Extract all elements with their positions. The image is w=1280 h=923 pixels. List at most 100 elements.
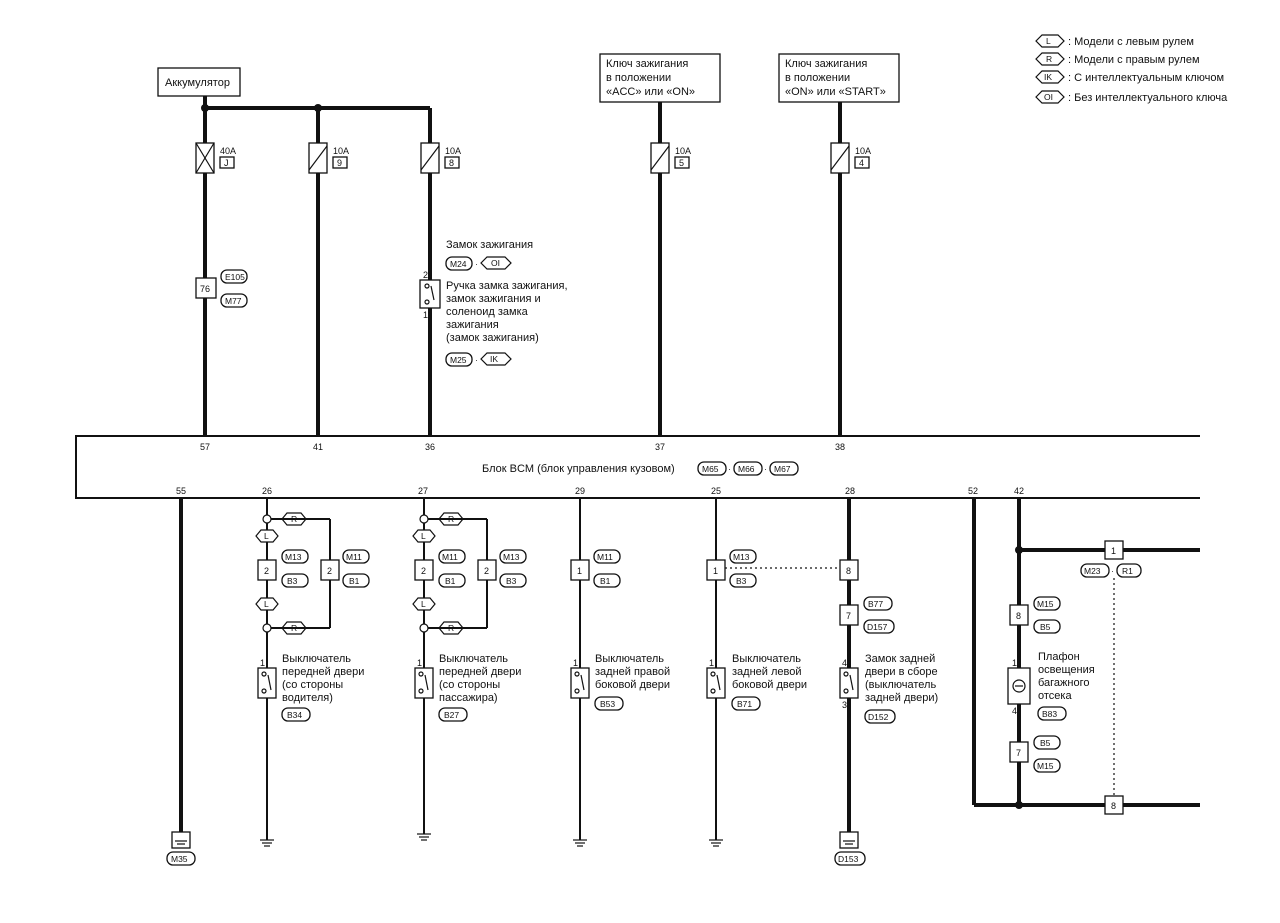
legend-text: : Модели с левым рулем bbox=[1068, 36, 1194, 48]
ground-code: D153 bbox=[838, 854, 859, 864]
driver-door-circuit: R L 2 M13 B3 2 M11 B1 L R 1 Выключатель bbox=[255, 498, 370, 847]
svg-text:·: · bbox=[764, 464, 767, 474]
connector-code: M24 bbox=[450, 259, 467, 269]
connector-code: R1 bbox=[1122, 566, 1133, 576]
fuse-id: 8 bbox=[449, 158, 454, 168]
connector-code: B77 bbox=[868, 599, 883, 609]
connector-code: E105 bbox=[225, 272, 245, 282]
connector-code: M11 bbox=[597, 552, 613, 562]
bcm-pin: 42 bbox=[1014, 486, 1024, 496]
pin-label: 1 bbox=[573, 658, 578, 668]
connector-code: B1 bbox=[445, 576, 456, 586]
pin-label: 8 bbox=[1111, 801, 1116, 811]
pin-label: 1 bbox=[577, 566, 582, 576]
connector-code: M13 bbox=[503, 552, 520, 562]
fuse-9: 10A 9 bbox=[308, 142, 349, 174]
fuse-id: 5 bbox=[679, 158, 684, 168]
component-line: Выключатель bbox=[439, 653, 508, 665]
bcm-label: Блок BCM (блок управления кузовом) bbox=[482, 463, 675, 475]
bcm-pin: 52 bbox=[968, 486, 978, 496]
bcm-pin: 57 bbox=[200, 442, 210, 452]
pin-label: 1 bbox=[1111, 546, 1116, 556]
fuse-amp: 10A bbox=[675, 146, 691, 156]
bcm-pin: 36 bbox=[425, 442, 435, 452]
fuse-amp: 10A bbox=[445, 146, 461, 156]
ignition-title: Замок зажигания bbox=[446, 239, 533, 251]
component-line: задней двери) bbox=[865, 692, 938, 704]
svg-text:·: · bbox=[1111, 566, 1114, 576]
rear-right-door-circuit: 1 M11 B1 1 Выключатель задней правой бок… bbox=[570, 498, 670, 847]
component-line: водителя) bbox=[282, 692, 333, 704]
fuse-5: 10A 5 bbox=[650, 142, 691, 174]
connector-code: M77 bbox=[225, 296, 242, 306]
connector-code: B3 bbox=[736, 576, 747, 586]
bcm-pin: 28 bbox=[845, 486, 855, 496]
legend-item-oi: OI : Без интеллектуального ключа bbox=[1035, 90, 1228, 104]
pin-label: 8 bbox=[1016, 611, 1021, 621]
component-line: Выключатель bbox=[732, 653, 801, 665]
component-line: Плафон bbox=[1038, 651, 1080, 663]
connector-code: M11 bbox=[346, 552, 362, 562]
connector-code: B1 bbox=[600, 576, 611, 586]
ground-m35: M35 bbox=[166, 498, 196, 866]
variant-code: R bbox=[291, 514, 297, 524]
top-wires bbox=[201, 96, 842, 436]
bcm-pin: 41 bbox=[313, 442, 323, 452]
acc-line-3: «ACC» или «ON» bbox=[606, 86, 695, 98]
legend: L : Модели с левым рулем R : Модели с пр… bbox=[1035, 34, 1228, 104]
component-line: отсека bbox=[1038, 690, 1072, 702]
bcm-pin: 38 bbox=[835, 442, 845, 452]
connector-code: M11 bbox=[442, 552, 458, 562]
component-line: освещения bbox=[1038, 664, 1095, 676]
component-line: багажного bbox=[1038, 677, 1090, 689]
luggage-lamp-circuit: 1 M23 · R1 8 8 M15 B5 1 4 7 B5 M15 Плафо… bbox=[972, 498, 1200, 815]
start-line-1: Ключ зажигания bbox=[785, 58, 867, 70]
ignition-desc: Ручка замка зажигания, bbox=[446, 280, 568, 292]
legend-item-r: R : Модели с правым рулем bbox=[1035, 52, 1200, 66]
fuse-id: 4 bbox=[859, 158, 864, 168]
connector-code: D157 bbox=[867, 622, 888, 632]
component-line: задней правой bbox=[595, 666, 670, 678]
connector-code: M15 bbox=[1037, 761, 1054, 771]
svg-text:·: · bbox=[475, 355, 478, 365]
ground-code: M35 bbox=[171, 854, 188, 864]
bcm-pin: 27 bbox=[418, 486, 428, 496]
fuse-id: 9 bbox=[337, 158, 342, 168]
component-line: боковой двери bbox=[595, 679, 670, 691]
pin-label: 1 bbox=[417, 658, 422, 668]
bcm-pin: 29 bbox=[575, 486, 585, 496]
connector-code: M13 bbox=[733, 552, 750, 562]
pin-label: 1 bbox=[1012, 658, 1017, 668]
ignition-switch: Замок зажигания M24 · OI 2 1 Ручка замка… bbox=[419, 239, 568, 367]
bcm-pin: 37 bbox=[655, 442, 665, 452]
component-line: (выключатель bbox=[865, 679, 936, 691]
variant-code: R bbox=[291, 623, 297, 633]
connector-code: B5 bbox=[1040, 622, 1051, 632]
fuse-id: J bbox=[224, 158, 229, 168]
component-line: (со стороны bbox=[439, 679, 500, 691]
inline-connector-76: 76 E105 M77 bbox=[195, 269, 248, 308]
component-line: Выключатель bbox=[282, 653, 351, 665]
legend-item-ik: IK : С интеллектуальным ключом bbox=[1035, 70, 1224, 84]
svg-text:·: · bbox=[728, 464, 731, 474]
acc-line-2: в положении bbox=[606, 72, 671, 84]
pin-label: 2 bbox=[421, 566, 426, 576]
pin-label: 8 bbox=[846, 566, 851, 576]
legend-code: OI bbox=[1044, 92, 1053, 102]
pin-label: 2 bbox=[484, 566, 489, 576]
passenger-door-circuit: R L 2 M11 B1 2 M13 B3 L R 1 Выключатель bbox=[412, 498, 527, 841]
variant-code: OI bbox=[491, 258, 500, 268]
battery-box: Аккумулятор bbox=[157, 67, 241, 97]
variant-code: L bbox=[264, 599, 269, 609]
legend-code: R bbox=[1046, 54, 1052, 64]
bcm-pin: 55 bbox=[176, 486, 186, 496]
fuse-amp: 10A bbox=[333, 146, 349, 156]
component-line: задней левой bbox=[732, 666, 802, 678]
fuse-amp: 40A bbox=[220, 146, 236, 156]
fuse-j: 40A J bbox=[195, 142, 236, 174]
connector-code: B53 bbox=[600, 699, 615, 709]
pin-label: 4 bbox=[842, 658, 847, 668]
connector-code: M65 bbox=[702, 464, 719, 474]
component-line: передней двери bbox=[439, 666, 521, 678]
